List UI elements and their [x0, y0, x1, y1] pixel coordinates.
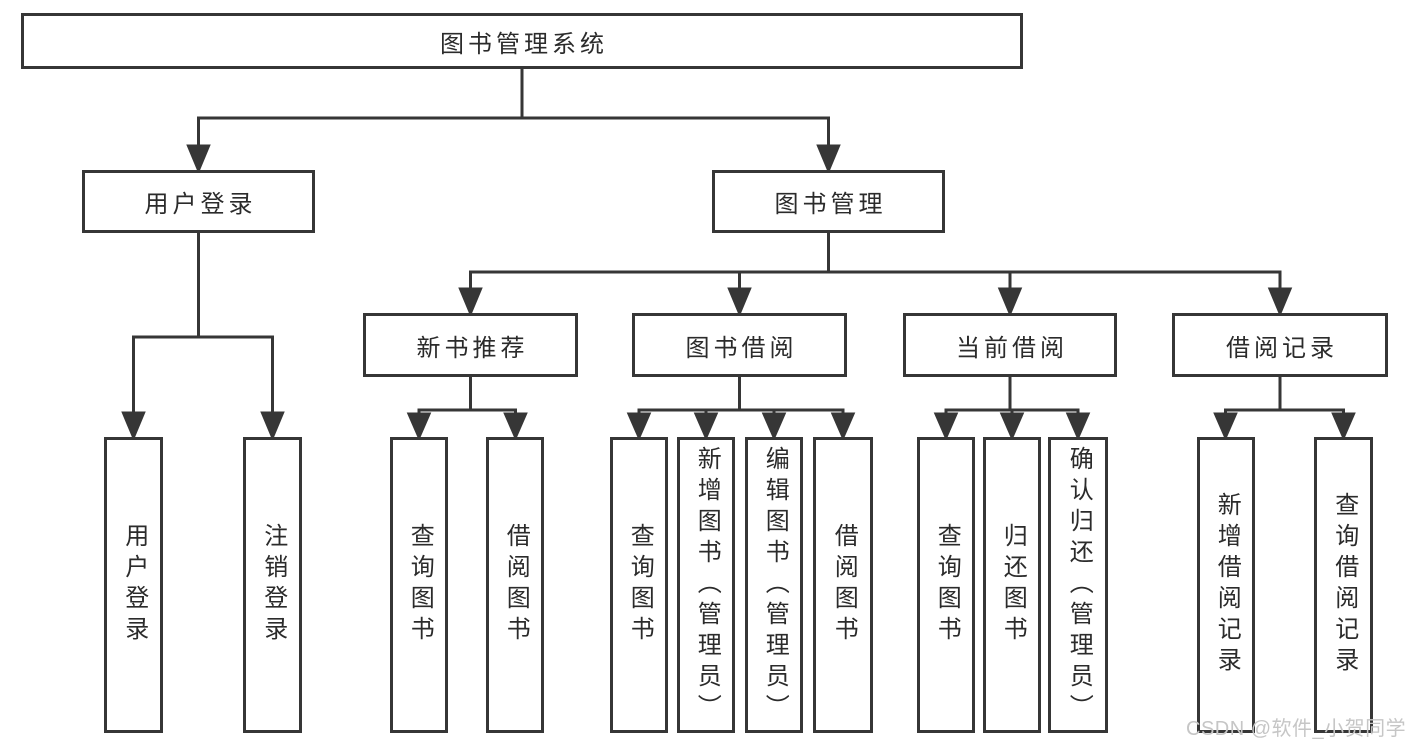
- node-label: 归还图书: [999, 523, 1027, 647]
- node-root-system: 图书管理系统: [21, 13, 1023, 69]
- arrow-down-icon: [626, 412, 652, 441]
- connector-current-to-leaves: [933, 377, 1091, 441]
- csdn-watermark: CSDN @软件_小贺同学: [1186, 718, 1405, 740]
- arrow-down-icon: [761, 412, 787, 441]
- node-label: 确认归还（管理员）: [1065, 445, 1093, 725]
- node-label: 查询借阅记录: [1330, 492, 1358, 678]
- arrow-down-icon: [503, 412, 528, 441]
- leaf-edit-books-admin: 编辑图书（管理员）: [745, 437, 803, 733]
- arrow-down-icon: [830, 412, 856, 441]
- node-label: 借阅记录: [1226, 334, 1338, 362]
- leaf-query-books-borrow: 查询图书: [610, 437, 668, 733]
- leaf-add-books-admin: 新增图书（管理员）: [677, 437, 735, 733]
- node-user-login: 用户登录: [82, 170, 315, 233]
- arrow-down-icon: [1065, 412, 1091, 441]
- arrow-down-icon: [186, 144, 211, 174]
- connector-record-to-leaves: [1213, 377, 1356, 441]
- node-label: 注销登录: [259, 523, 287, 647]
- arrow-down-icon: [933, 412, 959, 441]
- leaf-user-login: 用户登录: [104, 437, 163, 733]
- arrow-down-icon: [458, 287, 483, 317]
- leaf-query-books-current: 查询图书: [917, 437, 975, 733]
- node-label: 图书管理: [774, 191, 887, 218]
- arrow-down-icon: [1267, 287, 1293, 317]
- arrow-down-icon: [406, 412, 432, 441]
- node-label: 当前借阅: [956, 334, 1068, 362]
- node-label: 新增图书（管理员）: [693, 445, 721, 725]
- leaf-add-borrow-record: 新增借阅记录: [1197, 437, 1255, 733]
- node-current-borrowing: 当前借阅: [903, 313, 1117, 377]
- node-label: 新书推荐: [416, 334, 529, 362]
- leaf-confirm-return-admin: 确认归还（管理员）: [1048, 437, 1108, 733]
- arrow-down-icon: [693, 412, 719, 441]
- node-label: 图书管理系统: [440, 30, 608, 58]
- leaf-return-books: 归还图书: [983, 437, 1041, 733]
- arrow-down-icon: [997, 287, 1023, 317]
- connector-newbook-to-leaves: [406, 377, 528, 441]
- node-book-management: 图书管理: [712, 170, 945, 233]
- node-label: 借阅图书: [502, 523, 530, 647]
- arrow-down-icon: [816, 144, 841, 174]
- connector-userlogin-to-leaves: [121, 233, 285, 441]
- arrow-down-icon: [121, 411, 146, 441]
- arrow-down-icon: [1213, 412, 1238, 441]
- node-label: 图书借阅: [685, 334, 798, 362]
- connector-bookmgmt-to-level3: [458, 233, 1293, 317]
- leaf-borrow-books: 借阅图书: [813, 437, 873, 733]
- arrow-down-icon: [727, 287, 752, 317]
- arrow-down-icon: [1331, 412, 1356, 441]
- connector-borrow-to-leaves: [626, 377, 856, 441]
- node-label: 查询图书: [933, 523, 961, 647]
- node-label: 借阅图书: [830, 523, 858, 647]
- node-label: 新增借阅记录: [1213, 492, 1241, 678]
- node-label: 编辑图书（管理员）: [761, 445, 789, 725]
- node-label: 用户登录: [144, 191, 257, 218]
- leaf-borrow-books-newbook: 借阅图书: [486, 437, 544, 733]
- leaf-query-books-newbook: 查询图书: [390, 437, 448, 733]
- arrow-down-icon: [260, 411, 285, 441]
- node-label: 用户登录: [120, 523, 148, 647]
- leaf-query-borrow-record: 查询借阅记录: [1314, 437, 1373, 733]
- node-book-borrowing: 图书借阅: [632, 313, 847, 377]
- leaf-logout: 注销登录: [243, 437, 302, 733]
- node-label: 查询图书: [406, 523, 434, 647]
- node-label: 查询图书: [626, 523, 654, 647]
- arrow-down-icon: [999, 412, 1025, 441]
- node-new-book-recommend: 新书推荐: [363, 313, 578, 377]
- connector-root-to-level2: [186, 68, 841, 174]
- node-borrowing-records: 借阅记录: [1172, 313, 1388, 377]
